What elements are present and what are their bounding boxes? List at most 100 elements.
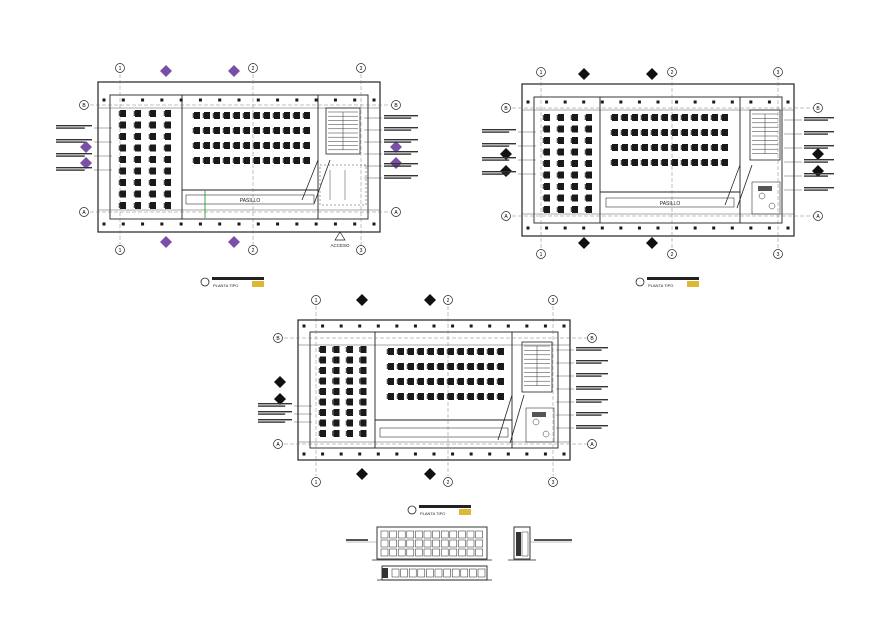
plan-2-grid-bubble-3-top: 3	[773, 67, 783, 77]
plan-1-corridor-label: PASILLO	[240, 198, 261, 204]
svg-text:1: 1	[119, 248, 122, 254]
svg-text:A: A	[504, 214, 508, 220]
plan-2-grid-bubble-a-right: A	[813, 211, 823, 221]
plan-1-grid-bubble-1-top: 1	[115, 63, 125, 73]
side-elevation	[508, 526, 572, 561]
plan-3-dimension-ticks	[302, 324, 566, 456]
plan-2-grid-bubble-b-left: B	[501, 103, 511, 113]
plan-2-grid-bubble-b-right: B	[813, 103, 823, 113]
plan-1-grid-bubble-3-top: 3	[356, 63, 366, 73]
plan-1-dimension-ticks	[102, 98, 376, 226]
plan-2-stair	[724, 109, 781, 209]
plan-2-dimension-ticks	[526, 100, 790, 230]
plan-1-grid-bubble-a-right: A	[391, 207, 401, 217]
plan-1-title: PLANTA TIPO	[213, 283, 238, 288]
plan-2-grid-bubble-a-left: A	[501, 211, 511, 221]
plan-2-seats-top	[610, 114, 728, 166]
plan-2-grid-bubble-2-bottom: 2	[667, 249, 677, 259]
plan-3-grid-bubble-b-right: B	[587, 333, 597, 343]
plan-1-grid-bubble-a-left: A	[79, 207, 89, 217]
svg-text:2: 2	[671, 70, 674, 76]
plan-1-inner-wall	[109, 94, 369, 220]
svg-text:B: B	[394, 103, 398, 109]
svg-text:A: A	[82, 210, 86, 216]
plan-3-grid-bubble-2-bottom: 2	[443, 477, 453, 487]
plan-1-access-label: ACCESO	[330, 243, 350, 248]
section-elevation	[377, 565, 492, 581]
plan-3-title: PLANTA TIPO	[420, 511, 445, 516]
svg-text:3: 3	[360, 66, 363, 72]
svg-text:1: 1	[119, 66, 122, 72]
plan-3-grid-bubble-a-right: A	[587, 439, 597, 449]
svg-text:1: 1	[540, 70, 543, 76]
svg-text:B: B	[590, 336, 594, 342]
plan-3-grid-bubble-3-top: 3	[548, 295, 558, 305]
svg-text:A: A	[816, 214, 820, 220]
plan-2-grid-bubble-1-bottom: 1	[536, 249, 546, 259]
plan-3-stair	[497, 341, 553, 444]
plan-3-notes-right	[556, 347, 608, 429]
plan-3-seats-top	[386, 348, 504, 400]
plan-3-grid-bubble-1-top: 1	[311, 295, 321, 305]
elevations	[346, 526, 572, 581]
plan-2-grid-bubble-3-bottom: 3	[773, 249, 783, 259]
svg-text:A: A	[394, 210, 398, 216]
plan-1-access-marker: ACCESO	[330, 231, 350, 248]
plan-2-grid-bubble-1-top: 1	[536, 67, 546, 77]
plan-1-grid-bubble-1-bottom: 1	[115, 245, 125, 255]
svg-text:2: 2	[252, 66, 255, 72]
plan-2: PASILLO 1 2 3 1 2 3 B A B A PLANTA TIPO	[482, 67, 834, 288]
plan-1-grid-bubble-2-top: 2	[248, 63, 258, 73]
svg-text:B: B	[276, 336, 280, 342]
plan-3-restrooms	[525, 407, 555, 443]
plan-3-grid-bubble-3-bottom: 3	[548, 477, 558, 487]
plan-1: PASILLO 1 2 3 1 2 3 B A B A ACCESO	[56, 63, 418, 288]
svg-text:B: B	[82, 103, 86, 109]
svg-text:3: 3	[777, 70, 780, 76]
plan-2-restrooms	[751, 181, 781, 215]
plan-1-outer-wall	[97, 81, 381, 233]
svg-text:1: 1	[540, 252, 543, 258]
plan-3-grid-bubble-1-bottom: 1	[311, 477, 321, 487]
plan-1-stair	[301, 107, 361, 205]
svg-text:2: 2	[447, 480, 450, 486]
svg-text:2: 2	[671, 252, 674, 258]
plan-3-inner-wall	[309, 331, 559, 449]
plan-2-corridor-label: PASILLO	[660, 201, 681, 207]
front-elevation	[346, 526, 492, 561]
svg-text:2: 2	[252, 248, 255, 254]
plan-3-seats-left	[318, 346, 367, 437]
plan-3-outer-wall	[297, 319, 571, 461]
plan-1-seats-left	[118, 110, 171, 209]
plan-1-grid-bubble-3-bottom: 3	[356, 245, 366, 255]
plan-2-notes-left	[482, 129, 536, 175]
svg-text:B: B	[816, 106, 820, 112]
svg-text:A: A	[276, 442, 280, 448]
plan-3-grid-bubble-b-left: B	[273, 333, 283, 343]
plan-2-notes-right	[784, 117, 834, 191]
plan-1-notes-left	[56, 125, 112, 171]
plan-1-grid-bubble-2-bottom: 2	[248, 245, 258, 255]
plan-3-grid-bubble-a-left: A	[273, 439, 283, 449]
plan-1-seats-top	[192, 112, 310, 164]
svg-text:3: 3	[552, 480, 555, 486]
plan-1-grid-bubble-b-left: B	[79, 100, 89, 110]
plan-1-notes-right	[364, 115, 418, 179]
plan-2-seats-left	[542, 114, 592, 213]
svg-text:3: 3	[552, 298, 555, 304]
plan-3-title-block: PLANTA TIPO	[407, 505, 471, 516]
plan-1-grid-bubble-b-right: B	[391, 100, 401, 110]
plan-1-title-block: PLANTA TIPO	[200, 277, 264, 288]
svg-text:1: 1	[315, 480, 318, 486]
svg-text:B: B	[504, 106, 508, 112]
plan-2-title: PLANTA TIPO	[648, 283, 673, 288]
plan-3-section-marker	[274, 294, 436, 480]
svg-text:1: 1	[315, 298, 318, 304]
plan-3-grid-bubble-2-top: 2	[443, 295, 453, 305]
plan-3-notes-left	[258, 403, 312, 423]
plan-2-grid-bubble-2-top: 2	[667, 67, 677, 77]
svg-text:A: A	[590, 442, 594, 448]
svg-text:2: 2	[447, 298, 450, 304]
